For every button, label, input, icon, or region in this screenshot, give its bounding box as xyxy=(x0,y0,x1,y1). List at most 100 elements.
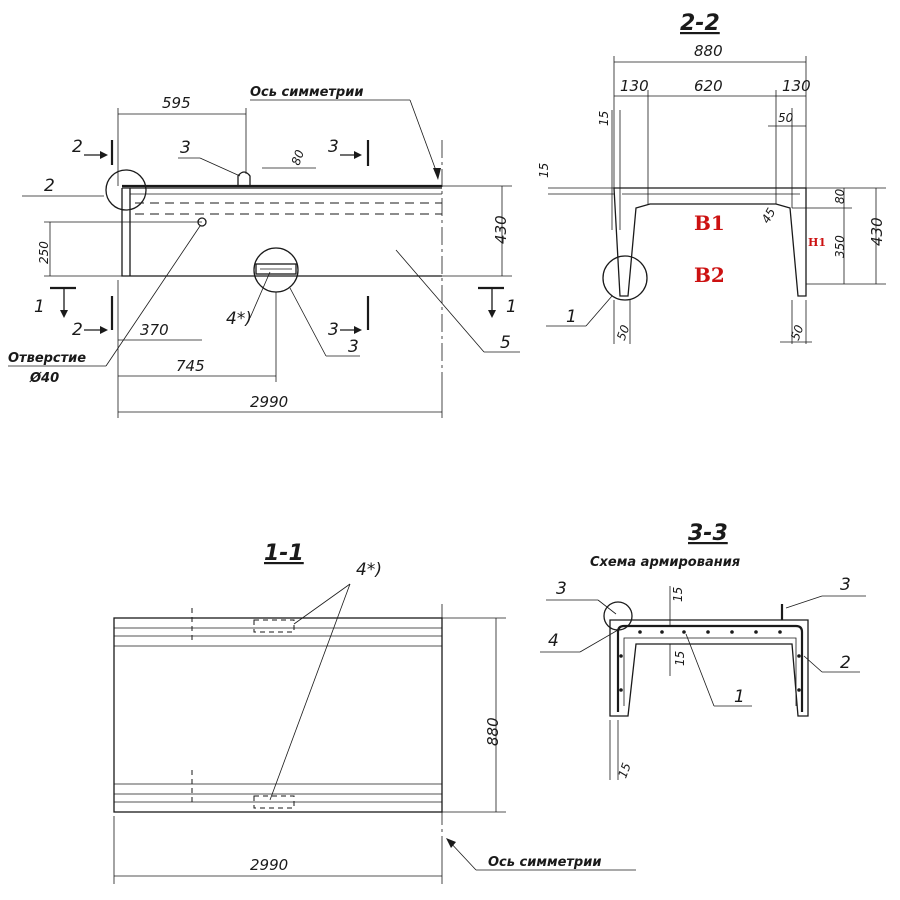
lifting-loop xyxy=(237,171,251,186)
mark-5-label: 5 xyxy=(500,333,511,353)
elevation-view: 595 Ось симметрии 3 80 2 3 2 250 xyxy=(8,85,520,418)
dim-50-top-text: 50 xyxy=(778,111,794,125)
mark-1-leader-diag xyxy=(585,295,613,327)
plan-mark-4: 4*) xyxy=(356,560,382,580)
rebar-dot xyxy=(706,630,710,634)
section-2-2: 2-2 880 130 620 130 15 15 50 80 35 xyxy=(537,11,886,344)
mark-3b-leader xyxy=(785,595,823,609)
section-2-mark-bottom: 2 xyxy=(72,320,83,340)
mark-4-3-3-leader xyxy=(579,629,619,653)
section-3-mark-bottom: 3 xyxy=(328,320,339,340)
elevation-body-outline xyxy=(121,187,442,277)
hole-diameter: Ø40 xyxy=(29,371,59,386)
dim-370-text: 370 xyxy=(140,321,169,339)
dim-15b-3-3-text: 15 xyxy=(673,651,687,666)
mark-5-leader xyxy=(395,249,485,353)
section-3-arrowhead-top xyxy=(354,151,362,159)
plan-dim-2990-text: 2990 xyxy=(250,856,288,874)
section-2-arrowhead-top xyxy=(100,151,108,159)
hole-leader-diag xyxy=(105,225,201,367)
hole-label: Отверстие xyxy=(8,351,86,366)
mark-3b: 3 xyxy=(840,575,851,595)
node-circle-2 xyxy=(105,169,147,211)
rebar-dot xyxy=(730,630,734,634)
label-b1: B1 xyxy=(694,211,725,235)
dim-745-text: 745 xyxy=(176,357,205,375)
section-2-arrowhead-bottom xyxy=(100,326,108,334)
dim-80r-text: 80 xyxy=(833,188,847,204)
rebar-dot xyxy=(797,688,801,692)
section-1-1: 1-1 4*) 880 2990 Ось симметрии xyxy=(113,541,636,884)
dim-15a-3-3-text: 15 xyxy=(671,587,685,602)
plan-dim-880-text: 880 xyxy=(484,717,502,746)
dim-430r-text: 430 xyxy=(868,217,886,246)
axis-leader-plan-arrow xyxy=(446,838,456,848)
rebar-inner xyxy=(623,637,797,706)
axis-leader-arrow xyxy=(433,168,441,180)
rebar-dot xyxy=(619,688,623,692)
dim-80-text: 80 xyxy=(289,148,308,167)
rebar-dot xyxy=(778,630,782,634)
dim-50b-text: 50 xyxy=(788,323,807,342)
section-3-arrowhead-bottom xyxy=(354,326,362,334)
dim-45-text: 45 xyxy=(759,205,779,225)
mark-3a: 3 xyxy=(556,579,567,599)
dim-595-text: 595 xyxy=(162,94,191,112)
embedded-part-4 xyxy=(255,263,297,275)
axis-label-plan: Ось симметрии xyxy=(488,855,601,870)
rebar-dot xyxy=(682,630,686,634)
rebar-dot xyxy=(660,630,664,634)
rebar-dot xyxy=(619,654,623,658)
mark-3-node: 3 xyxy=(348,337,359,357)
mark-1-3-3: 1 xyxy=(734,687,745,707)
mark-3-leader-diag xyxy=(199,157,241,177)
plan-embedded-top xyxy=(253,619,295,633)
mark-1-label-2-2: 1 xyxy=(566,307,577,327)
mark-3a-leader xyxy=(597,599,617,615)
mark-2-3-3-leader xyxy=(803,655,823,673)
section-3-3: 3-3 Схема армирования 3 4 xyxy=(540,521,866,780)
plan-mark-4-leader-1 xyxy=(293,583,351,625)
dim-620-text: 620 xyxy=(694,77,723,95)
axis-label-elevation: Ось симметрии xyxy=(250,85,363,100)
dim-130b-text: 130 xyxy=(782,77,811,95)
dim-250-text: 250 xyxy=(37,241,51,264)
axis-leader-elevation-diag xyxy=(409,99,439,177)
label-h1: H1 xyxy=(808,236,826,249)
mark-4-leader xyxy=(249,271,271,319)
rebar-dots xyxy=(619,630,801,692)
plan-embedded-bottom xyxy=(253,795,295,809)
mark-4-3-3: 4 xyxy=(548,631,559,651)
section-3-3-title: 3-3 xyxy=(688,521,728,546)
section-1-1-title: 1-1 xyxy=(264,541,304,566)
plan-mark-4-leader-2 xyxy=(269,583,351,801)
section-2-2-title: 2-2 xyxy=(680,11,720,36)
dim-880-top-text: 880 xyxy=(694,42,723,60)
mark-1-3-3-leader xyxy=(685,633,715,707)
dim-15c-3-3-text: 15 xyxy=(615,761,633,780)
node-circle-3 xyxy=(253,247,299,293)
mark-3-node-leader xyxy=(289,287,327,357)
channel-profile-3-3 xyxy=(609,619,809,717)
dim-130a-text: 130 xyxy=(620,77,649,95)
node-circle-3-3 xyxy=(603,601,633,631)
dim-430-text: 430 xyxy=(492,215,510,244)
rebar-dot xyxy=(638,630,642,634)
section-3-3-subtitle: Схема армирования xyxy=(590,555,740,570)
label-b2: B2 xyxy=(694,263,725,287)
node-circle-1 xyxy=(602,255,648,301)
dim-2990-text: 2990 xyxy=(250,393,288,411)
section-1-arrowhead-left xyxy=(60,310,68,318)
dim-50a-text: 50 xyxy=(614,323,633,342)
rebar-dot xyxy=(754,630,758,634)
section-1-mark-right: 1 xyxy=(506,297,517,317)
mark-3-lug: 3 xyxy=(180,138,191,158)
plan-outline xyxy=(113,617,443,813)
mark-2-3-3: 2 xyxy=(840,653,851,673)
section-3-mark-top: 3 xyxy=(328,137,339,157)
section-1-arrowhead-right xyxy=(488,310,496,318)
section-2-mark-top: 2 xyxy=(72,137,83,157)
rebar-dot xyxy=(797,654,801,658)
section-1-mark-left: 1 xyxy=(34,297,45,317)
